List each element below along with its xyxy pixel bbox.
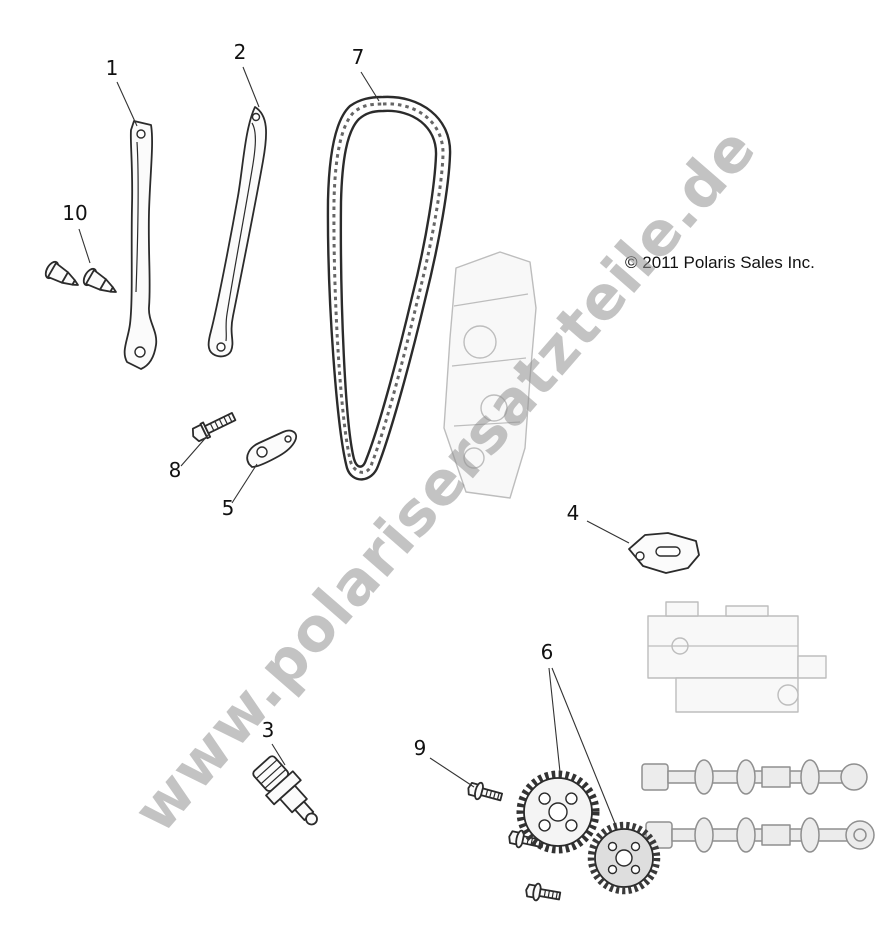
leader-line-6b: [551, 667, 617, 827]
callout-labels: 1 2 3 4 5 6 7 8 9 10: [62, 40, 579, 760]
leader-line-3: [271, 743, 286, 766]
flange-bolt-3: [525, 882, 562, 902]
part-dowel-pins: [44, 260, 117, 293]
leader-line-9: [429, 757, 475, 788]
part-bolts-9: [467, 781, 562, 902]
camshafts-reference: [641, 759, 875, 853]
leader-lines: [78, 66, 630, 827]
callout-9: 9: [414, 736, 427, 760]
dowel-pin-2: [82, 267, 117, 293]
part-cam-sprocket-b: [587, 821, 661, 895]
callout-2: 2: [234, 40, 247, 64]
leader-line-1: [116, 81, 138, 127]
leader-line-8: [180, 433, 210, 467]
cylinder-head-reference: [647, 601, 827, 713]
part-bolt-8: [191, 412, 237, 443]
callout-4: 4: [567, 501, 580, 525]
part-chain-guide: [123, 120, 158, 370]
leader-line-7: [360, 71, 380, 102]
part-pivot-bracket: [246, 429, 297, 468]
callout-10: 10: [62, 201, 87, 225]
part-chain-tensioner: [252, 755, 318, 826]
callout-5: 5: [222, 496, 235, 520]
leader-line-10: [78, 228, 91, 264]
camshaft-exhaust: [645, 817, 875, 853]
leader-line-4: [586, 520, 630, 544]
camshaft-intake: [641, 759, 868, 795]
callout-1: 1: [106, 56, 119, 80]
dowel-pin-1: [44, 260, 79, 286]
copyright-text: © 2011 Polaris Sales Inc.: [625, 253, 815, 272]
leader-line-5: [231, 463, 258, 504]
part-cam-sprocket-a: [516, 770, 600, 854]
leader-line-2: [242, 66, 260, 108]
callout-8: 8: [169, 458, 182, 482]
callout-3: 3: [262, 718, 275, 742]
part-cam-chain: [326, 95, 452, 481]
engine-case-reference: [443, 251, 537, 499]
part-tensioner-blade: [207, 106, 267, 358]
part-bracket-4: [628, 532, 700, 574]
callout-7: 7: [352, 45, 365, 69]
flange-bolt-1: [467, 781, 504, 802]
leader-line-6a: [548, 667, 561, 773]
callout-6: 6: [541, 640, 554, 664]
